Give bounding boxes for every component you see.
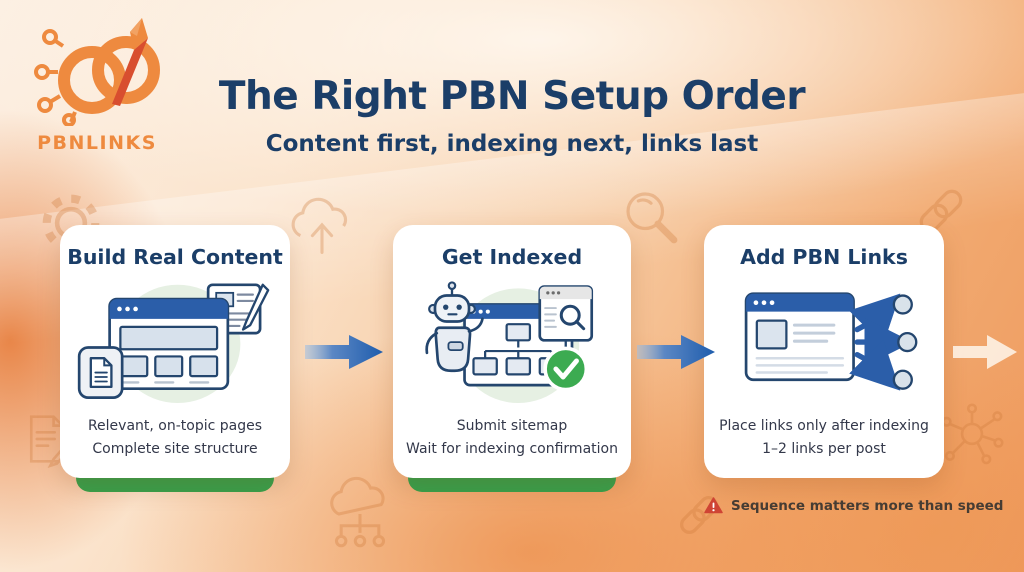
card-title: Build Real Content (67, 245, 283, 269)
flow-arrow-icon (303, 329, 385, 379)
link-arrows-icon (849, 293, 913, 391)
post-window-icon (744, 292, 855, 382)
step-card-get-indexed: Get Indexed (393, 225, 631, 478)
step-card-add-links: Add PBN Links (704, 225, 944, 478)
search-window-icon (538, 285, 594, 342)
magnifier-icon (620, 186, 682, 248)
document-icon (77, 346, 124, 399)
card-description: Relevant, on-topic pages Complete site s… (60, 415, 290, 461)
card-line: Place links only after indexing (719, 418, 929, 434)
add-links-illustration (721, 273, 927, 413)
flow-arrow-icon (635, 329, 717, 379)
cloud-network-icon (322, 474, 398, 554)
rocket-icon (112, 18, 148, 106)
network-hub-icon (936, 403, 1008, 467)
page-subtitle: Content first, indexing next, links last (265, 131, 759, 157)
step-card-build-content: Build Real Content (60, 225, 290, 478)
card-line: 1–2 links per post (762, 441, 886, 458)
link-node-icons (892, 294, 918, 390)
chain-link-icon (668, 484, 730, 546)
warning-triangle-icon (704, 497, 723, 514)
card-line: Wait for indexing confirmation (406, 441, 618, 458)
flow-arrow-faded-icon (951, 327, 1019, 381)
page-title: The Right PBN Setup Order (218, 74, 806, 119)
browser-window-icon (108, 297, 230, 391)
card-line: Complete site structure (92, 441, 258, 458)
card-line: Submit sitemap (456, 418, 568, 434)
card-line: Relevant, on-topic pages (87, 418, 263, 434)
check-badge-icon (543, 346, 589, 392)
get-indexed-illustration (409, 273, 615, 413)
warning-text: Sequence matters more than speed (731, 497, 1004, 514)
card-description: Submit sitemap Wait for indexing confirm… (393, 415, 631, 461)
card-description: Place links only after indexing 1–2 link… (704, 415, 944, 461)
card-title: Add PBN Links (740, 245, 908, 269)
build-content-illustration (72, 273, 278, 413)
card-title: Get Indexed (441, 245, 583, 269)
warning-note: Sequence matters more than speed (704, 497, 1003, 514)
cloud-upload-icon (283, 190, 361, 262)
